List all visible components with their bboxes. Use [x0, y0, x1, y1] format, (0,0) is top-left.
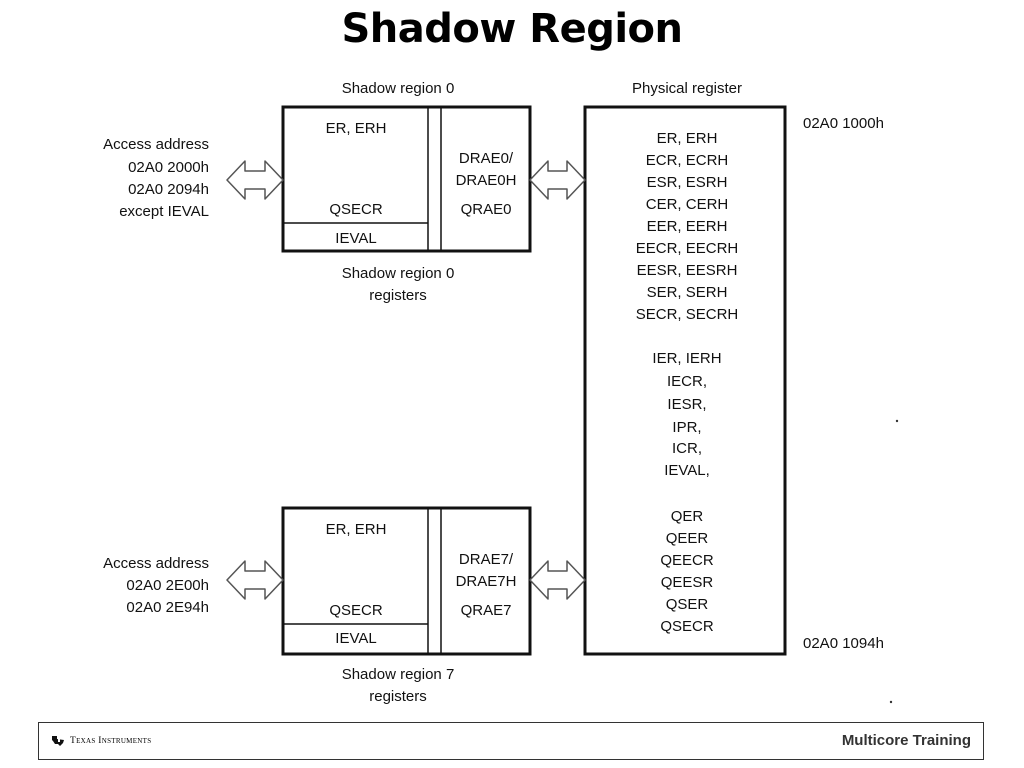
access-arrow-0: [226, 160, 284, 200]
shadow-region-0-label-line2: registers: [369, 287, 427, 304]
physical-register-item: EESR, EESRH: [637, 262, 738, 279]
shadow-region-7-ieval: IEVAL: [335, 630, 376, 647]
shadow-region-0-access-line: except IEVAL: [119, 203, 209, 220]
physical-register-item: IPR,: [672, 419, 701, 436]
physical-register-item: QEECR: [660, 552, 714, 569]
shadow-region-0-ieval: IEVAL: [335, 230, 376, 247]
shadow-region-7-access-line: 02A0 2E00h: [126, 577, 209, 594]
access-arrow-7: [226, 560, 284, 600]
physical-register-item: CER, CERH: [646, 196, 729, 213]
shadow-region-0-drae-line1: DRAE0/: [459, 150, 514, 167]
physical-register-item: QEER: [666, 530, 709, 547]
shadow-region-7-bottom-register: QSECR: [329, 602, 383, 619]
start-address: 02A0 1000h: [803, 115, 884, 132]
physical-register-item: ER, ERH: [657, 130, 718, 147]
shadow-region-diagram: Shadow region 0 Physical register ER, ER…: [103, 80, 899, 705]
shadow-region-7-access-line: Access address: [103, 555, 209, 572]
physical-arrow-0: [529, 160, 586, 200]
speck-mark: [895, 419, 899, 423]
physical-register-item: ESR, ESRH: [647, 174, 728, 191]
physical-register-item: IESR,: [667, 396, 706, 413]
shadow-region-7-drae-line1: DRAE7/: [459, 551, 514, 568]
shadow-region-0-access-line: Access address: [103, 136, 209, 153]
shadow-region-0-caption: Shadow region 0: [342, 80, 455, 97]
shadow-region-7-drae-line2: DRAE7H: [456, 573, 517, 590]
shadow-region-0-bottom-register: QSECR: [329, 201, 383, 218]
shadow-region-0-label-line1: Shadow region 0: [342, 265, 455, 282]
physical-arrow-7: [529, 560, 586, 600]
footer-bar: Texas Instruments Multicore Training: [38, 722, 984, 760]
physical-register-item: ECR, ECRH: [646, 152, 729, 169]
company-name: Texas Instruments: [70, 736, 152, 746]
physical-register-item: QER: [671, 508, 704, 525]
shadow-region-7-access-line: 02A0 2E94h: [126, 599, 209, 616]
end-address: 02A0 1094h: [803, 635, 884, 652]
physical-register-item: QSER: [666, 596, 709, 613]
physical-register-item: SER, SERH: [647, 284, 728, 301]
texas-state-icon: [52, 736, 64, 746]
physical-register-item: EER, EERH: [647, 218, 728, 235]
physical-register-item: IECR,: [667, 373, 707, 390]
shadow-region-7-label-line2: registers: [369, 688, 427, 705]
shadow-region-0-top-register: ER, ERH: [326, 120, 387, 137]
physical-register-item: EECR, EECRH: [636, 240, 739, 257]
physical-register-item: IEVAL,: [664, 462, 710, 479]
page-title: Shadow Region: [341, 6, 684, 52]
speck-mark: [889, 700, 893, 704]
shadow-region-0-access-line: 02A0 2094h: [128, 181, 209, 198]
shadow-region-0-drae-line2: DRAE0H: [456, 172, 517, 189]
physical-register-box: [583, 105, 787, 656]
physical-register-item: ICR,: [672, 440, 702, 457]
shadow-region-7-qrae: QRAE7: [461, 602, 512, 619]
physical-register-caption: Physical register: [632, 80, 742, 97]
shadow-region-7-label-line1: Shadow region 7: [342, 666, 455, 683]
shadow-region-0-qrae: QRAE0: [461, 201, 512, 218]
course-title: Multicore Training: [841, 732, 971, 749]
shadow-region-0-access-line: 02A0 2000h: [128, 159, 209, 176]
physical-register-item: IER, IERH: [652, 350, 721, 367]
physical-register-item: QEESR: [661, 574, 714, 591]
physical-register-item: SECR, SECRH: [636, 306, 739, 323]
physical-register-item: QSECR: [660, 618, 714, 635]
texas-instruments-logo: Texas Instruments: [51, 735, 151, 747]
shadow-region-7-top-register: ER, ERH: [326, 521, 387, 538]
